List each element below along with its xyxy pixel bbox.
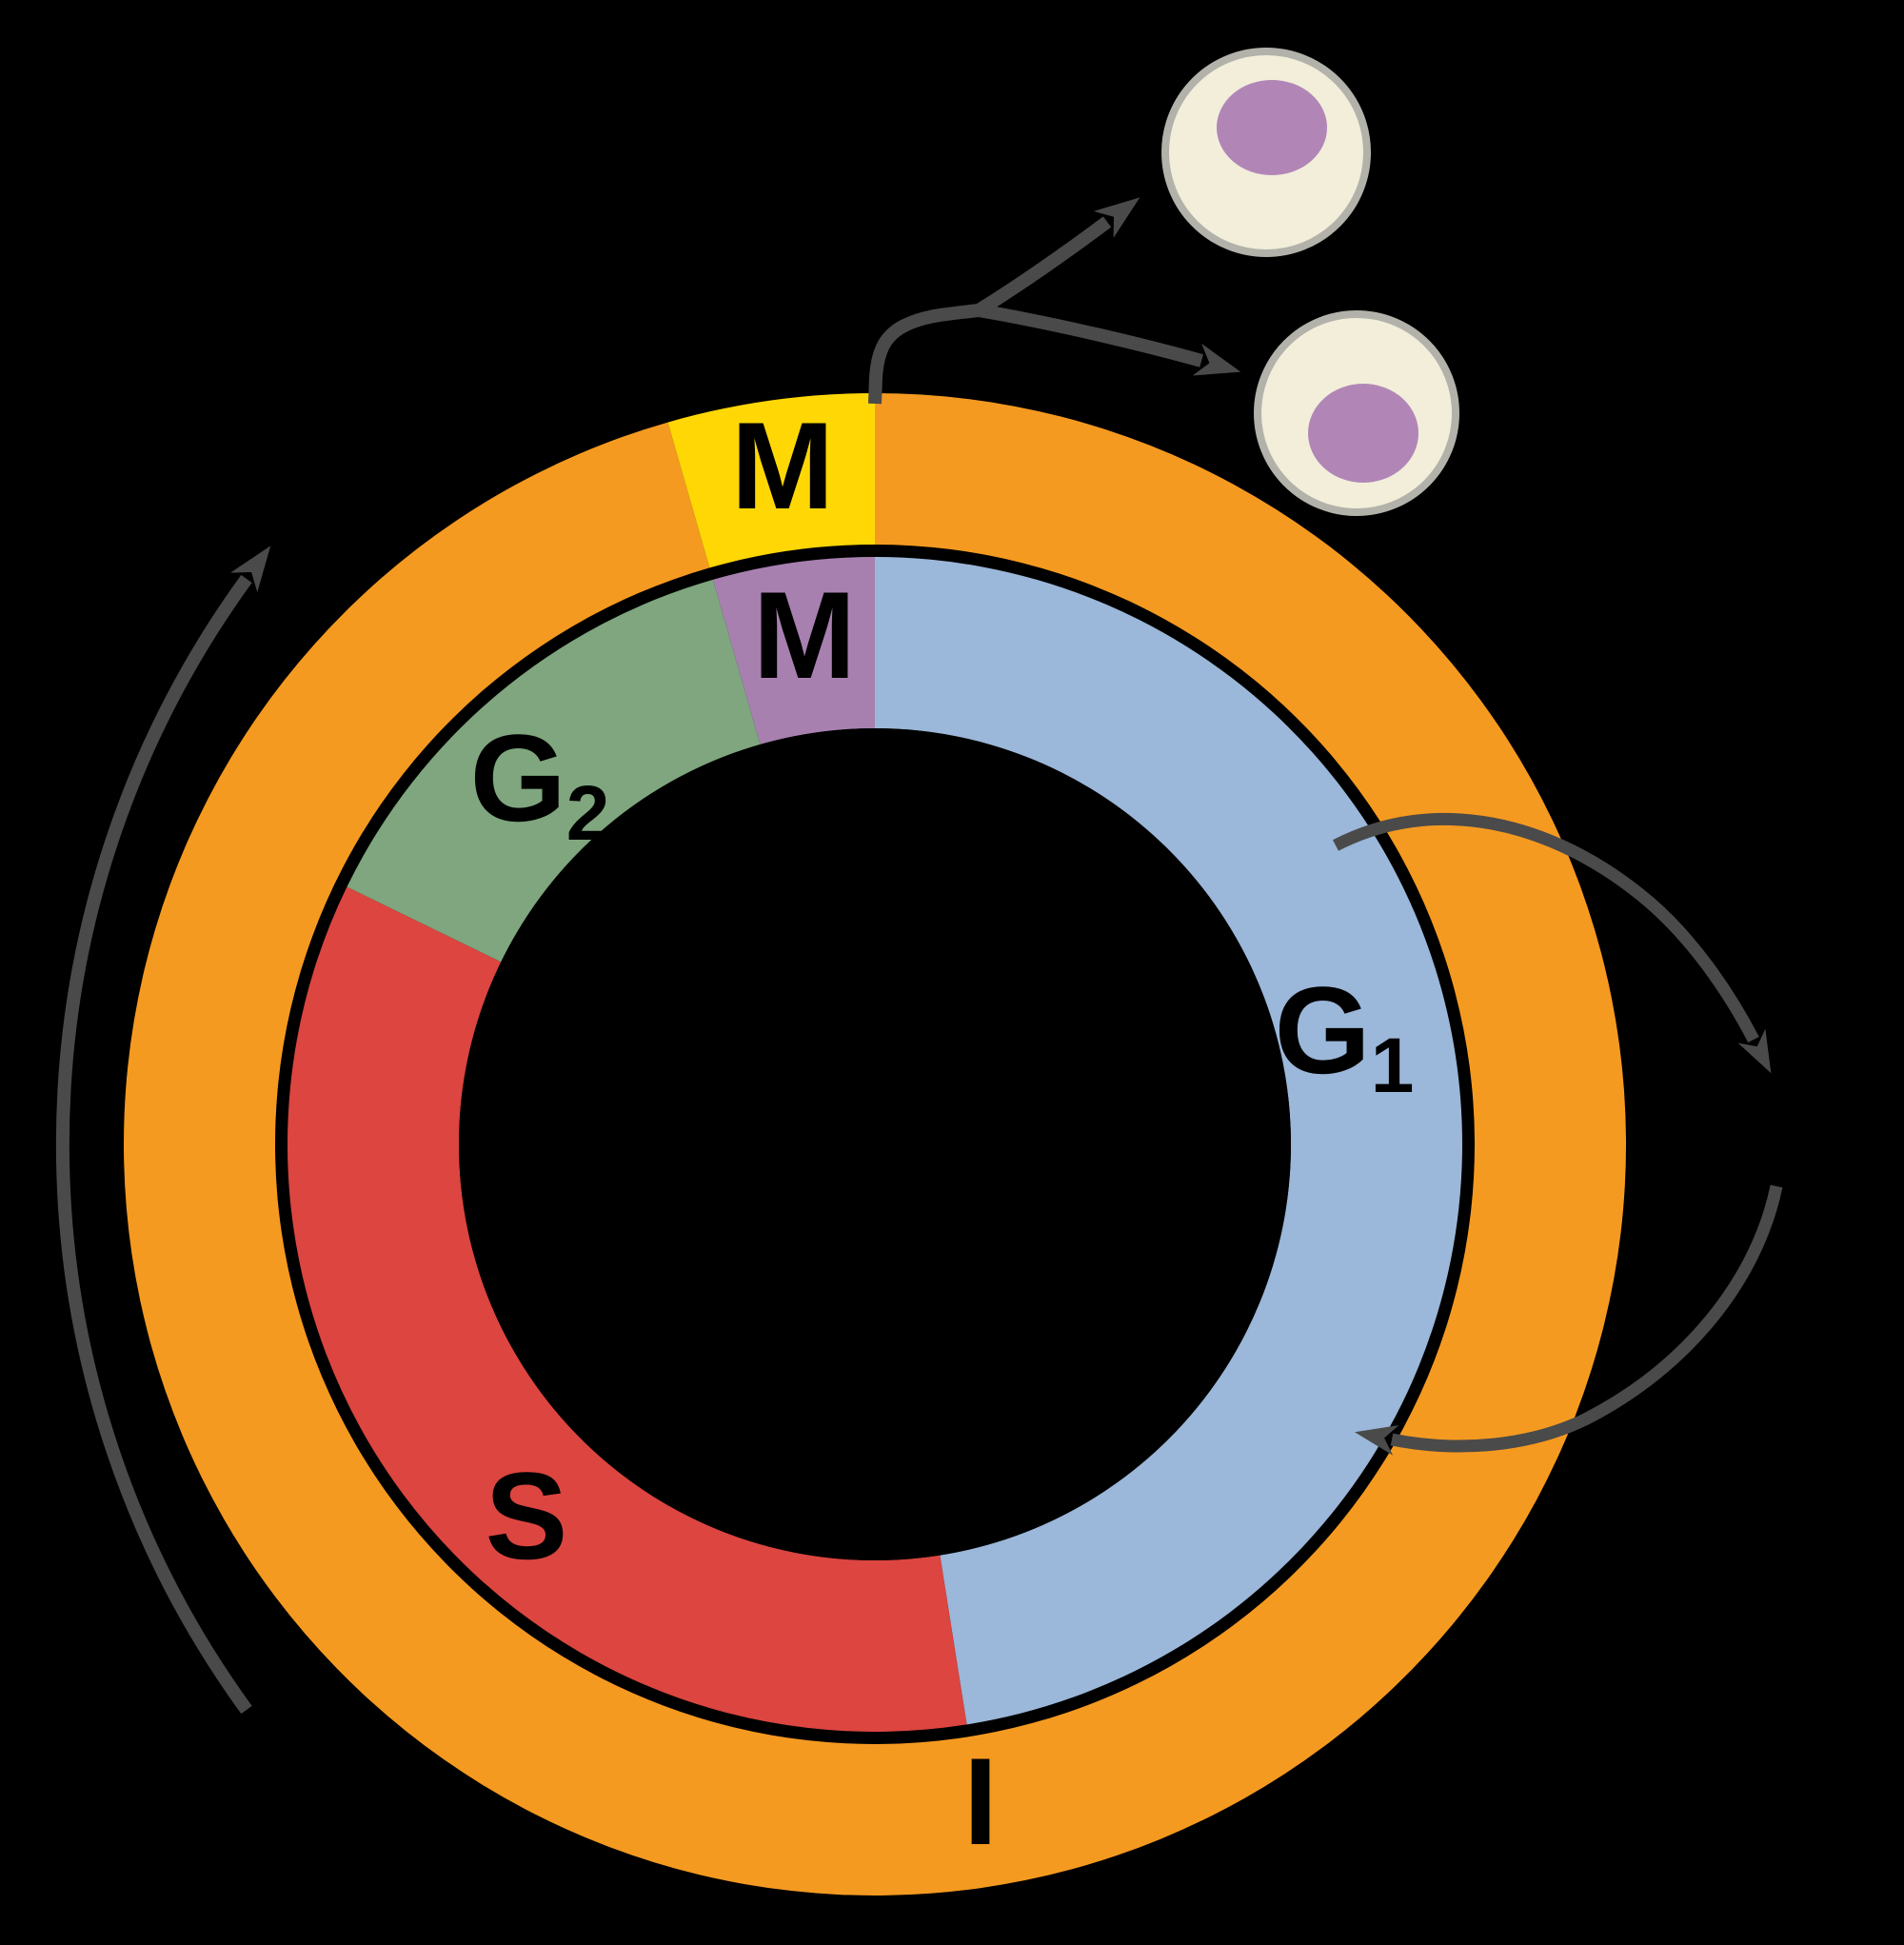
- inner-ring-segment-s-phase: [287, 886, 967, 1733]
- center-hole: [459, 728, 1291, 1560]
- label-s: S: [486, 1446, 568, 1585]
- label-g1-text: G: [1275, 961, 1371, 1100]
- label-s-text: S: [486, 1446, 568, 1585]
- inner-ring-segment-m-phase: [712, 557, 875, 744]
- label-g2: G2: [470, 708, 610, 857]
- daughter-cells: [1161, 48, 1459, 516]
- label-g2-subscript: 2: [566, 770, 610, 857]
- g1-return-arrow-icon: [1354, 1184, 1783, 1456]
- daughter-cell-2: [1254, 310, 1459, 516]
- g1-exit-arrow-icon: [1333, 812, 1772, 1074]
- label-m-inner-text: M: [753, 566, 856, 705]
- phase-rings: [123, 393, 1627, 1895]
- label-m-outer: M: [731, 396, 834, 535]
- label-g1-subscript: 1: [1371, 1022, 1415, 1109]
- label-i-text: I: [963, 1732, 998, 1871]
- label-g1: G1: [1275, 961, 1415, 1109]
- mitosis-division-arrow-icon: [868, 303, 1241, 405]
- daughter-cell-1: [1161, 48, 1371, 257]
- flow-arrows: [55, 197, 1783, 1715]
- inner-ring-segment-g1-phase: [875, 557, 1462, 1725]
- label-g2-text: G: [470, 708, 566, 847]
- mitosis-division-branch-arrow-icon: [975, 197, 1140, 316]
- label-m-outer-text: M: [731, 396, 834, 535]
- daughter-cell-1-nucleus: [1217, 80, 1327, 175]
- outer-ring-segment-mitosis-outer: [667, 393, 875, 568]
- daughter-cell-2-nucleus: [1308, 384, 1418, 483]
- label-i: I: [963, 1732, 998, 1871]
- cycle-direction-arrow-icon: [55, 546, 271, 1715]
- label-m-inner: M: [753, 566, 856, 705]
- inner-ring-segment-g2-phase: [347, 579, 761, 963]
